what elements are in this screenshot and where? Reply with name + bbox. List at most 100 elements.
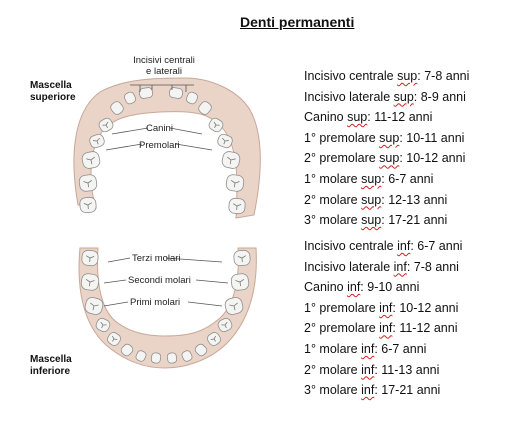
incisor-tooth [150, 352, 162, 364]
premolar-tooth [95, 317, 111, 333]
premolar-tooth [207, 332, 221, 346]
jaw-abbrev: sup [361, 213, 382, 228]
tooth-name: Incisivo laterale [304, 259, 394, 274]
incisor-tooth [138, 87, 154, 99]
molar-tooth [78, 174, 98, 192]
tooth-name: 3° molare [304, 213, 362, 228]
lower-jaw-label-line1: Mascella [30, 354, 72, 365]
list-item: Incisivo laterale inf: 7-8 anni [304, 257, 462, 278]
upper-teeth [78, 87, 246, 215]
jaw-abbrev: inf [361, 341, 375, 356]
page-title: Denti permanenti [240, 14, 355, 30]
label-second-molars: Secondi molari [128, 275, 191, 286]
jaw-abbrev: sup [393, 89, 414, 104]
tooth-name: Incisivo centrale [304, 69, 398, 83]
list-item: 1° premolare inf: 10-12 anni [304, 298, 462, 319]
eruption-age: : 12-13 anni [381, 192, 448, 207]
jaw-abbrev: inf [393, 259, 407, 274]
premolar-tooth [107, 332, 121, 346]
eruption-age: : 9-10 anni [360, 280, 420, 295]
incisor-tooth [168, 87, 184, 99]
molar-tooth [84, 297, 104, 315]
jaw-abbrev: sup [379, 151, 400, 166]
molar-tooth [228, 197, 246, 215]
eruption-age: : 10-12 anni [399, 151, 466, 166]
dental-arch-diagram [73, 77, 261, 369]
molar-tooth [230, 273, 250, 291]
eruption-age: : 11-13 anni [374, 362, 440, 377]
list-item: 2° molare sup: 12-13 anni [304, 190, 469, 211]
list-item: Incisivo laterale sup: 8-9 anni [304, 87, 469, 108]
tooth-name: 2° molare [304, 192, 362, 207]
leader-lines [103, 84, 229, 307]
premolar-tooth [217, 133, 233, 149]
upper-jaw-label: Mascella superiore [30, 80, 76, 104]
molar-tooth [79, 196, 97, 214]
tooth-name: 1° molare [304, 341, 362, 356]
molar-tooth [233, 249, 251, 267]
eruption-age: : 10-12 anni [392, 300, 459, 315]
tooth-name: 2° premolare [304, 151, 380, 166]
jaw-abbrev: inf [361, 383, 375, 398]
premolar-tooth [89, 133, 105, 149]
list-item: Canino sup: 11-12 anni [304, 107, 469, 128]
label-incisors: Incisivi centrali e laterali [116, 55, 212, 77]
list-item: 3° molare sup: 17-21 anni [304, 210, 469, 231]
tooth-name: Incisivo centrale [304, 239, 398, 253]
jaw-abbrev: sup [361, 192, 382, 207]
jaw-abbrev: sup [347, 110, 368, 125]
molar-tooth [81, 151, 101, 169]
eruption-age: : 11-12 anni [367, 110, 433, 125]
list-item: Incisivo centrale sup: 7-8 anni [304, 66, 469, 87]
eruption-age: : 6-7 anni [381, 171, 434, 186]
lower-teeth [80, 249, 251, 364]
upper-jaw-label-line1: Mascella [30, 80, 72, 91]
incisor-tooth [186, 91, 198, 105]
jaw-abbrev: sup [397, 69, 418, 83]
list-item: 1° premolare sup: 10-11 anni [304, 128, 469, 149]
tooth-name: 2° premolare [304, 321, 380, 336]
list-item: Incisivo centrale inf: 6-7 anni [304, 236, 462, 257]
canine-tooth [110, 101, 124, 115]
canine-tooth [120, 343, 134, 357]
list-item: Canino inf: 9-10 anni [304, 277, 462, 298]
lower-jaw-label-line2: inferiore [30, 366, 71, 377]
jaw-abbrev: inf [379, 321, 393, 336]
upper-jaw-label-line2: superiore [30, 92, 76, 103]
incisor-tooth [166, 352, 178, 364]
tooth-name: 1° premolare [304, 130, 380, 145]
jaw-abbrev: inf [347, 280, 361, 295]
list-item: 1° molare inf: 6-7 anni [304, 339, 462, 360]
list-item: 2° premolare sup: 10-12 anni [304, 148, 469, 169]
eruption-age: : 17-21 anni [381, 213, 448, 228]
premolar-tooth [217, 317, 233, 333]
tooth-name: Incisivo laterale [304, 89, 394, 104]
molar-tooth [81, 249, 99, 267]
tooth-name: 1° molare [304, 171, 362, 186]
premolar-tooth [208, 117, 224, 133]
premolar-tooth [98, 117, 114, 133]
incisor-tooth [181, 350, 193, 362]
list-item: 2° molare inf: 11-13 anni [304, 360, 462, 381]
label-incisors-line1: Incisivi centrali [133, 55, 195, 66]
incisor-tooth [135, 350, 147, 362]
tooth-name: Canino [304, 110, 348, 125]
list-item: 2° premolare inf: 11-12 anni [304, 318, 462, 339]
tooth-name: 2° molare [304, 362, 362, 377]
eruption-age: : 11-12 anni [392, 321, 458, 336]
label-incisors-line2: e laterali [146, 66, 182, 77]
list-item: 3° molare inf: 17-21 anni [304, 380, 462, 401]
label-first-molars: Primi molari [130, 297, 181, 308]
eruption-age: : 7-8 anni [417, 69, 470, 83]
jaw-abbrev: inf [397, 239, 411, 253]
eruption-age: : 8-9 anni [413, 89, 466, 104]
eruption-age: : 6-7 anni [374, 341, 427, 356]
tooth-name: 3° molare [304, 383, 362, 398]
canine-tooth [194, 343, 208, 357]
label-premolars: Premolari [139, 140, 180, 151]
molar-tooth [80, 273, 100, 291]
jaw-abbrev: sup [379, 130, 400, 145]
eruption-age: : 6-7 anni [410, 239, 463, 253]
jaw-abbrev: inf [379, 300, 393, 315]
